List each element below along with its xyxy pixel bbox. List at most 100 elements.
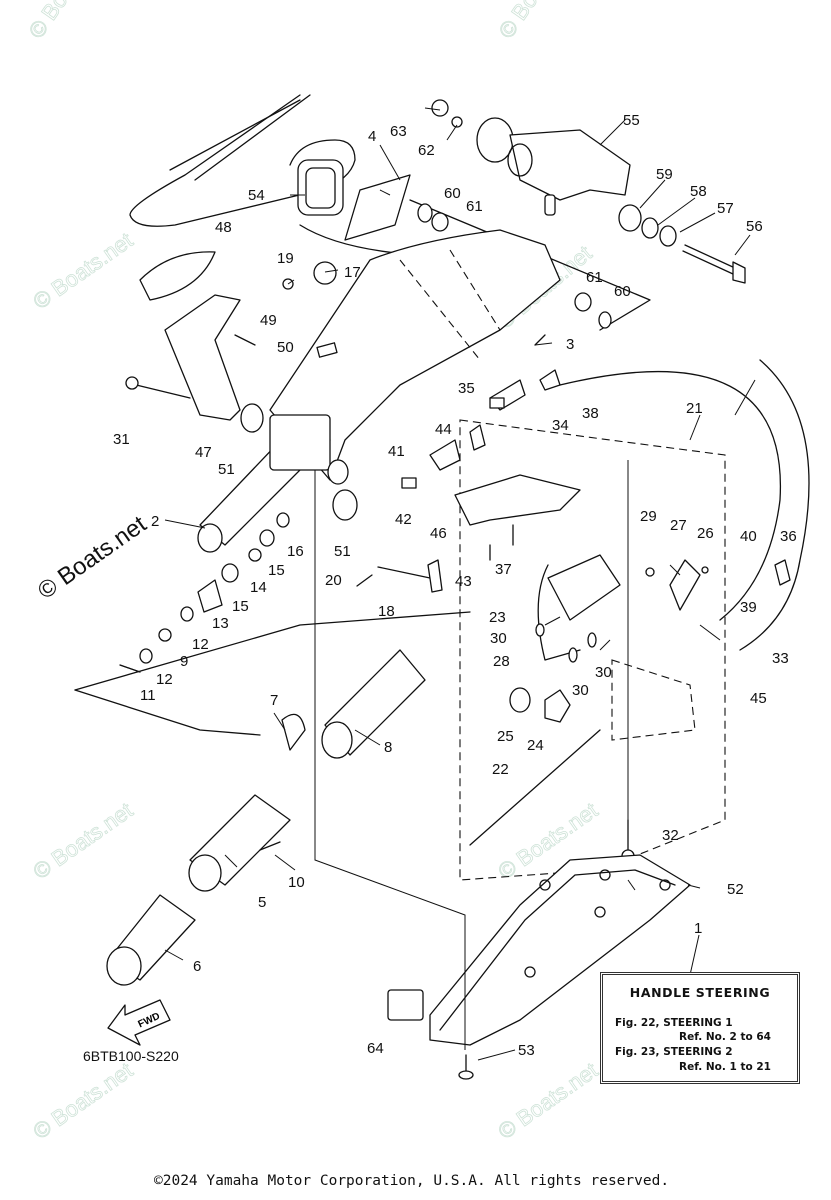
watermark: © Boats.net xyxy=(29,797,138,884)
part-label: 26 xyxy=(697,525,714,542)
legend-line: Ref. No. 2 to 64 xyxy=(679,1031,771,1043)
small-parts-9-16 xyxy=(119,512,290,673)
watermark-dark: © Boats.net xyxy=(33,510,152,604)
screw-29 xyxy=(645,567,655,577)
part-label: 27 xyxy=(670,517,687,534)
part-55-bracket xyxy=(476,117,631,216)
leader-lines xyxy=(119,107,756,1061)
part-labels: 1 2 3 4 5 6 7 8 9 10 11 12 12 13 14 15 1… xyxy=(113,112,797,1059)
part-label: 39 xyxy=(740,599,757,616)
guide-lines xyxy=(314,460,629,1050)
legend-line: Fig. 23, STEERING 2 xyxy=(615,1046,733,1058)
part-label: 35 xyxy=(458,380,475,397)
pad-42 xyxy=(401,477,417,489)
part-label: 49 xyxy=(260,312,277,329)
part-label: 47 xyxy=(195,444,212,461)
part-label: 14 xyxy=(250,579,267,596)
part-label: 58 xyxy=(690,183,707,200)
part-label: 7 xyxy=(270,692,278,709)
watermark: © Boats.net xyxy=(29,1057,138,1144)
clamp-41 xyxy=(429,439,461,471)
washer-60 xyxy=(598,311,612,329)
cable-33 xyxy=(739,359,810,651)
screw-10 xyxy=(259,841,281,851)
cable-40 xyxy=(559,370,782,621)
part-label: 46 xyxy=(430,525,447,542)
bush-51 xyxy=(332,489,358,521)
throttle-grip xyxy=(106,649,426,986)
part-label: 5 xyxy=(258,894,266,911)
washer-58 xyxy=(641,217,659,239)
figure-code: 6BTB100-S220 xyxy=(83,1048,179,1064)
sticker-50 xyxy=(316,342,338,358)
nut-63 xyxy=(431,99,449,117)
watermark: © Boats.net xyxy=(24,0,111,43)
washer-57 xyxy=(659,225,677,247)
parts-56-59 xyxy=(618,204,746,284)
part-label: 33 xyxy=(772,650,789,667)
part-label: 52 xyxy=(727,881,744,898)
collar-17 xyxy=(313,261,337,285)
part-label: 41 xyxy=(388,443,405,460)
part-label: 55 xyxy=(623,112,640,129)
washer-62 xyxy=(451,116,463,128)
group-line xyxy=(74,689,261,736)
part-label: 51 xyxy=(218,461,235,478)
grip-47 xyxy=(164,294,241,421)
legend-box: HANDLE STEERING Fig. 22, STEERING 1 Ref.… xyxy=(600,972,800,1084)
part-label: 23 xyxy=(489,609,506,626)
watermark: © Boats.net xyxy=(29,227,138,314)
legend-line: Fig. 22, STEERING 1 xyxy=(615,1017,733,1029)
bush-51 xyxy=(240,403,264,433)
part-label: 61 xyxy=(466,198,483,215)
part-label: 45 xyxy=(750,690,767,707)
part-label: 13 xyxy=(212,615,229,632)
grip-assembly xyxy=(125,251,256,421)
pin-20 xyxy=(356,574,373,587)
part-label: 21 xyxy=(686,400,703,417)
group-line xyxy=(74,611,471,691)
bolt-56 xyxy=(682,244,736,275)
part-label: 2 xyxy=(151,513,159,530)
part-label: 4 xyxy=(368,128,376,145)
part-label: 56 xyxy=(746,218,763,235)
part-label: 57 xyxy=(717,200,734,217)
part-label: 24 xyxy=(527,737,544,754)
part-label: 19 xyxy=(277,250,294,267)
part-label: 16 xyxy=(287,543,304,560)
steering-arm xyxy=(269,229,561,481)
bush-61 xyxy=(574,292,592,312)
part-label: 17 xyxy=(344,264,361,281)
part-label: 60 xyxy=(444,185,461,202)
bush-61 xyxy=(431,212,449,232)
part-label: 36 xyxy=(780,528,797,545)
part-label: 60 xyxy=(614,283,631,300)
screw-49 xyxy=(234,334,256,346)
part-label: 10 xyxy=(288,874,305,891)
part-label: 11 xyxy=(140,687,156,704)
part-label: 53 xyxy=(518,1042,535,1059)
watermark: © Boats.net xyxy=(494,0,581,43)
part-label: 54 xyxy=(248,187,265,204)
copyright-notice: ©2024 Yamaha Motor Corporation, U.S.A. A… xyxy=(154,1173,670,1189)
part-label: 25 xyxy=(497,728,514,745)
part-label: 1 xyxy=(694,920,702,937)
parts-60-63 xyxy=(417,99,612,329)
bolt-31 xyxy=(127,382,191,399)
part-label: 15 xyxy=(232,598,249,615)
part-label: 30 xyxy=(572,682,589,699)
part-label: 59 xyxy=(656,166,673,183)
clip-44 xyxy=(469,424,486,451)
part-label: 48 xyxy=(215,219,232,236)
part-label: 44 xyxy=(435,421,452,438)
part-label: 62 xyxy=(418,142,435,159)
legend-line: Ref. No. 1 to 21 xyxy=(679,1061,771,1073)
part-label: 42 xyxy=(395,511,412,528)
part-label: 31 xyxy=(113,431,130,448)
part-label: 38 xyxy=(582,405,599,422)
clip-26 xyxy=(701,566,709,574)
part-label: 12 xyxy=(156,671,173,688)
cover-52 xyxy=(429,854,691,1046)
grommet-54 xyxy=(297,159,344,216)
